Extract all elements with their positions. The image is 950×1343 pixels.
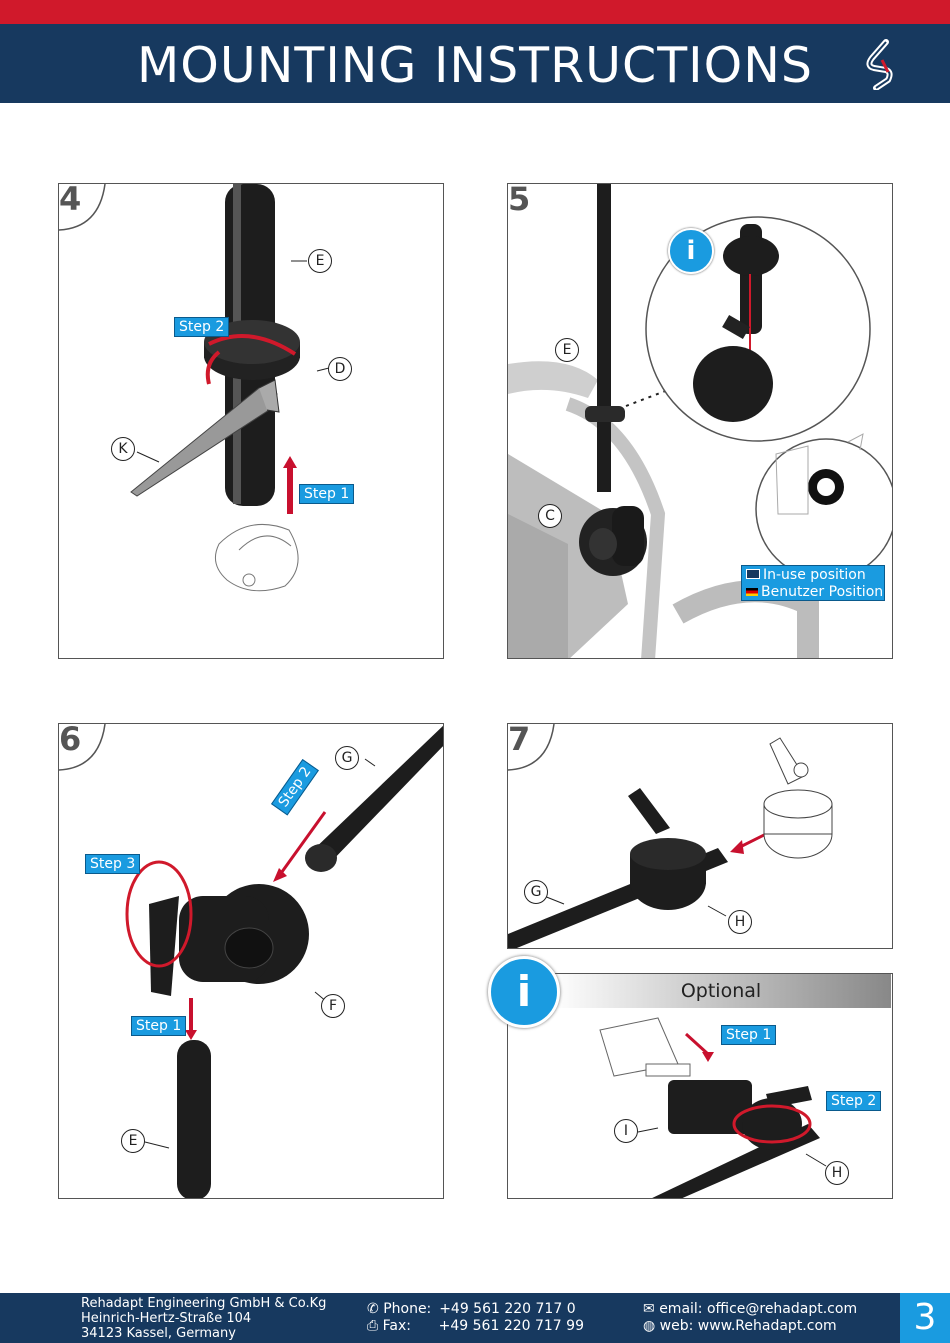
company-street: Heinrich-Hertz-Straße 104 [81, 1311, 252, 1326]
phone-fax: ✆ Phone: +49 561 220 717 0 ⎙ Fax: +49 561 … [367, 1301, 584, 1335]
callout-E: E [121, 1129, 145, 1153]
step2-label: Step 2 [826, 1091, 882, 1111]
step-number: 5 [508, 183, 531, 218]
fax-label: Fax: [382, 1318, 412, 1334]
fax-icon: ⎙ [367, 1318, 379, 1334]
step1-label: Step 1 [721, 1025, 777, 1045]
email-icon: ✉ [643, 1301, 655, 1317]
step1-label: Step 1 [131, 1016, 187, 1036]
company-city: 34123 Kassel, Germany [81, 1326, 236, 1341]
callout-E: E [308, 249, 332, 273]
panel-6-illustration [59, 724, 443, 1198]
optional-title: Optional [680, 980, 762, 1002]
globe-icon: ◍ [643, 1318, 656, 1334]
in-use-position-note: In-use position Benutzer Position [741, 565, 885, 601]
callout-I: I [614, 1119, 638, 1143]
in-use-de: Benutzer Position [761, 584, 884, 600]
panel-step-5: 5 i E C In-use position Benutzer Positio… [507, 183, 893, 659]
panel-step-7: 7 G H [507, 723, 893, 949]
contact-online: ✉ email: office@rehadapt.com ◍ web: www.… [643, 1301, 857, 1335]
optional-header: Optional [551, 974, 891, 1008]
info-icon: i [668, 228, 714, 274]
callout-H: H [728, 910, 752, 934]
step1-label: Step 1 [299, 484, 355, 504]
email[interactable]: email: office@rehadapt.com [659, 1301, 858, 1317]
step2-label: Step 2 [174, 317, 230, 337]
callout-K: K [111, 437, 135, 461]
panel-5-illustration [508, 184, 892, 658]
info-icon: i [488, 956, 560, 1028]
company-name: Rehadapt Engineering GmbH & Co.Kg [81, 1296, 327, 1311]
rehadapt-s-icon [866, 39, 893, 90]
top-red-stripe [0, 0, 950, 24]
panel-7-illustration [508, 724, 833, 948]
in-use-en: In-use position [763, 567, 866, 583]
callout-E: E [555, 338, 579, 362]
callout-G: G [524, 880, 548, 904]
step-number: 4 [59, 183, 82, 218]
panel-optional: I H Step 1 Step 2 [507, 973, 893, 1199]
web[interactable]: web: www.Rehadapt.com [659, 1318, 837, 1334]
panel-step-6: 6 Step 2 Step 3 Step 1 G F E [58, 723, 444, 1199]
callout-H: H [825, 1161, 849, 1185]
phone-icon: ✆ [367, 1301, 379, 1317]
page-number: 3 [900, 1293, 950, 1343]
de-flag-icon [746, 588, 758, 596]
header-banner: MOUNTING INSTRUCTIONS [0, 24, 950, 103]
company-address: Rehadapt Engineering GmbH & Co.Kg Heinri… [81, 1296, 326, 1341]
phone-number[interactable]: +49 561 220 717 0 [439, 1301, 576, 1317]
callout-G: G [335, 746, 359, 770]
step3-label: Step 3 [85, 854, 141, 874]
panel-4-illustration [59, 184, 330, 592]
callout-F: F [321, 994, 345, 1018]
callout-C: C [538, 504, 562, 528]
fax-number: +49 561 220 717 99 [438, 1318, 584, 1334]
callout-D: D [328, 357, 352, 381]
step-number: 6 [59, 723, 82, 758]
page-title: MOUNTING INSTRUCTIONS [137, 37, 813, 94]
phone-label: Phone: [383, 1301, 432, 1317]
panel-step-4: 4 Step 2 Step 1 E D K [58, 183, 444, 659]
optional-illustration [599, 1017, 827, 1198]
uk-flag-icon [746, 569, 760, 579]
step-number: 7 [508, 723, 531, 758]
footer: Rehadapt Engineering GmbH & Co.Kg Heinri… [0, 1293, 950, 1343]
